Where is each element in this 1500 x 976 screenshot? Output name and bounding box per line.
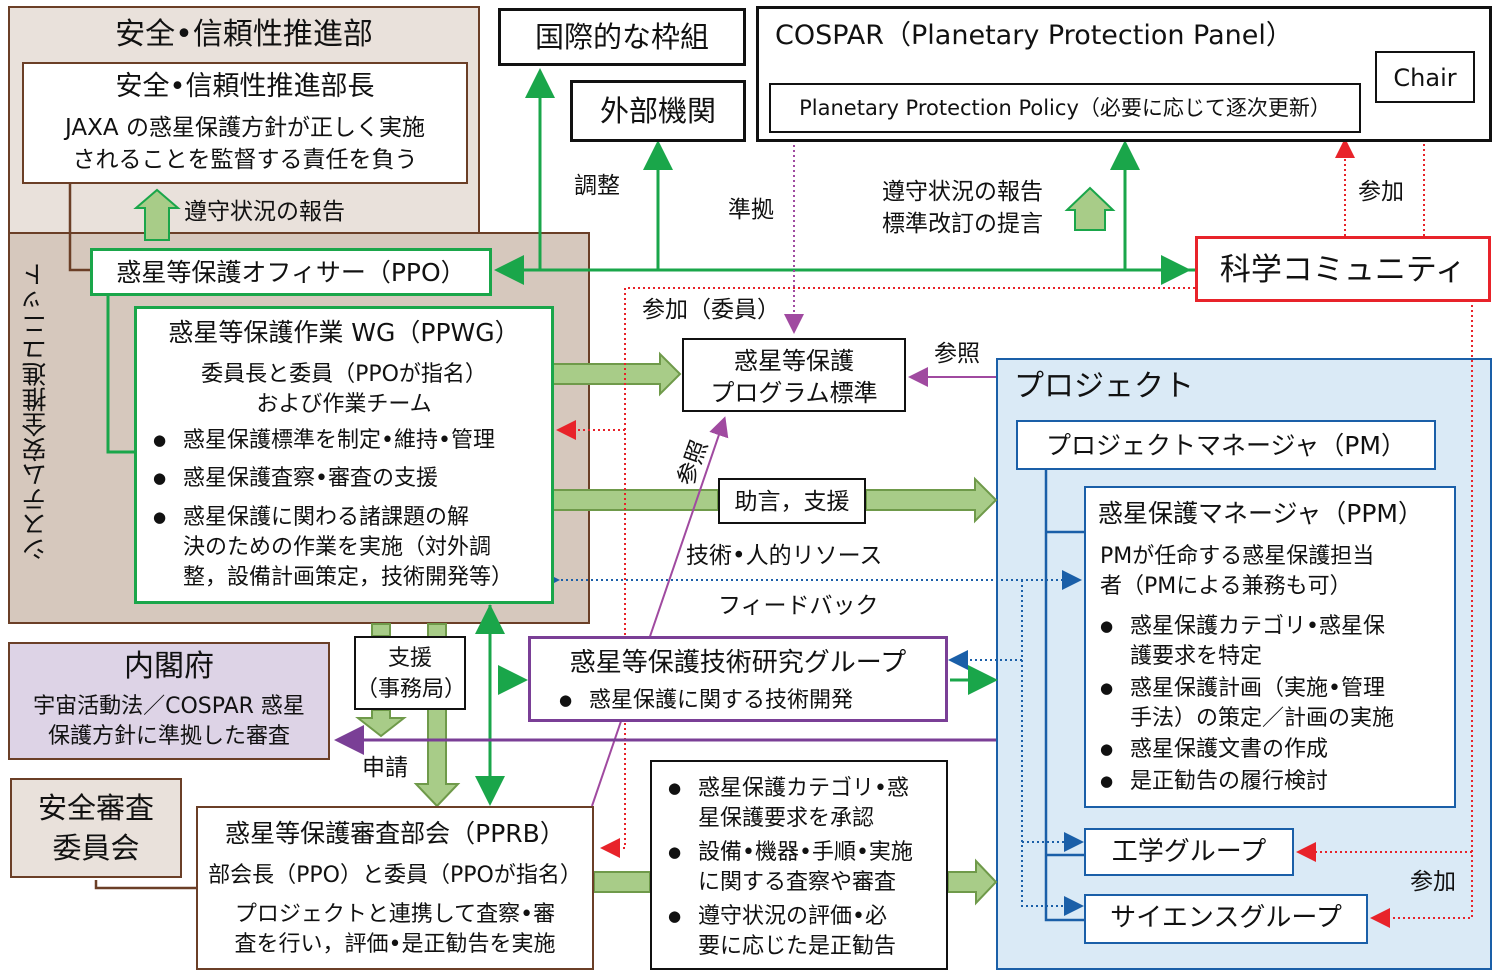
science-report-2: 標準改訂の提言	[882, 211, 1043, 237]
safety-dept-title: 安全•信頼性推進部	[115, 17, 373, 52]
standard-line1: 惑星等保護	[734, 347, 854, 375]
review-item-2: 設備•機器•手順•実施 に関する査察や審査	[668, 838, 913, 898]
intl-framework-label: 国際的な枠組	[534, 20, 709, 54]
advice-box: 助言，支援	[718, 478, 866, 524]
participate-label-2: 参加	[1410, 869, 1456, 895]
science-report-1: 遵守状況の報告	[882, 179, 1043, 205]
review-item-1: 惑星保護カテゴリ•惑 星保護要求を承認	[668, 774, 909, 834]
safety-director-desc-2: されることを監督する責任を負う	[72, 147, 418, 173]
ppo-box: 惑星等保護オフィサー（PPO）	[90, 248, 492, 296]
ppm-bullet-3: 惑星保護文書の作成	[1100, 736, 1328, 764]
eng-group-label: 工学グループ	[1111, 837, 1267, 867]
standard-box: 惑星等保護 プログラム標準	[682, 338, 906, 412]
cospar-title: COSPAR（Planetary Protection Panel）	[775, 20, 1293, 51]
safety-director-box: 安全•信頼性推進部長 JAXA の惑星保護方針が正しく実施 されることを監督する…	[22, 62, 468, 184]
external-org-label: 外部機関	[599, 94, 716, 128]
review-items-box: 惑星保護カテゴリ•惑 星保護要求を承認 設備•機器•手順•実施 に関する査察や審…	[650, 760, 948, 970]
cabinet-desc: 宇宙活動法／COSPAR 惑星 保護方針に準拠した審査	[33, 694, 305, 749]
ppwg-box: 惑星等保護作業 WG（PPWG） 委員長と委員（PPOが指名） および作業チーム…	[134, 306, 554, 604]
review-committee-box: 安全審査 委員会	[10, 778, 182, 878]
research-group-bullet: 惑星保護に関する技術開発	[559, 687, 853, 715]
cospar-box: COSPAR（Planetary Protection Panel） Plane…	[756, 6, 1492, 142]
ppwg-bullet-3: 惑星保護に関わる諸課題の解 決のための作業を実施（対外調 整，設備計画策定，技術…	[153, 503, 513, 593]
ppm-box: 惑星保護マネージャ（PPM） PMが任命する惑星保護担当 者（PMによる兼務も可…	[1084, 486, 1456, 808]
pm-label: プロジェクトマネージャ（PM）	[1046, 431, 1406, 460]
report-up-label: 遵守状況の報告	[184, 199, 345, 225]
ppwg-bullet-2: 惑星保護査察•審査の支援	[153, 465, 438, 493]
advice-label: 助言，支援	[734, 489, 850, 515]
apply-label: 申請	[362, 755, 408, 781]
intl-framework-box: 国際的な枠組	[498, 8, 746, 66]
chair-label: Chair	[1393, 64, 1457, 92]
cabinet-box: 内閣府 宇宙活動法／COSPAR 惑星 保護方針に準拠した審査	[8, 642, 330, 760]
ppwg-line1: 委員長と委員（PPOが指名）	[201, 362, 487, 387]
cabinet-title: 内閣府	[124, 649, 214, 684]
ppo-label: 惑星等保護オフィサー（PPO）	[116, 258, 466, 287]
eng-group-box: 工学グループ	[1084, 828, 1294, 876]
policy-box: Planetary Protection Policy（必要に応じて逐次更新）	[769, 83, 1361, 133]
system-unit-title: システム安全推進ユニット	[21, 262, 50, 562]
safety-director-desc-1: JAXA の惑星保護方針が正しく実施	[65, 115, 425, 141]
ppwg-title: 惑星等保護作業 WG（PPWG）	[168, 318, 520, 347]
ppwg-line2: および作業チーム	[256, 392, 432, 417]
sci-group-label: サイエンスグループ	[1110, 903, 1342, 933]
participate-member-label: 参加（委員）	[642, 297, 780, 323]
ppm-title: 惑星保護マネージャ（PPM）	[1098, 499, 1423, 528]
safety-director-title: 安全•信頼性推進部長	[115, 71, 375, 102]
pm-box: プロジェクトマネージャ（PM）	[1016, 420, 1436, 470]
pprb-title: 惑星等保護審査部会（PPRB）	[225, 819, 565, 848]
research-group-title: 惑星等保護技術研究グループ	[569, 648, 907, 678]
ppm-bullet-2: 惑星保護計画（実施•管理 手法）の策定／計画の実施	[1100, 674, 1394, 734]
resources-label: 技術•人的リソース	[686, 543, 883, 569]
pprb-box: 惑星等保護審査部会（PPRB） 部会長（PPO）と委員（PPOが指名） プロジェ…	[196, 806, 594, 970]
coordination-label: 調整	[574, 173, 620, 199]
policy-label: Planetary Protection Policy（必要に応じて逐次更新）	[799, 96, 1331, 120]
external-org-box: 外部機関	[570, 80, 746, 142]
ppm-desc: PMが任命する惑星保護担当 者（PMによる兼務も可）	[1100, 544, 1375, 599]
pprb-line2: プロジェクトと連携して査察•審 査を行い，評価•是正勧告を実施	[234, 902, 556, 957]
science-community-box: 科学コミュニティ	[1195, 236, 1491, 302]
sci-group-box: サイエンスグループ	[1084, 894, 1368, 944]
ppm-bullet-4: 是正勧告の履行検討	[1100, 768, 1328, 796]
review-committee-label: 安全審査 委員会	[37, 791, 154, 866]
project-title: プロジェクト	[1014, 369, 1194, 404]
pprb-line1: 部会長（PPO）と委員（PPOが指名）	[208, 863, 582, 888]
support-box: 支援 （事務局）	[354, 636, 466, 710]
chair-box: Chair	[1375, 51, 1475, 103]
review-item-3: 遵守状況の評価•必 要に応じた是正勧告	[668, 902, 896, 962]
support-label: 支援 （事務局）	[356, 646, 467, 702]
research-group-box: 惑星等保護技術研究グループ 惑星保護に関する技術開発	[528, 636, 948, 722]
ppwg-bullet-1: 惑星保護標準を制定•維持•管理	[153, 427, 495, 455]
refer-label-1: 参照	[934, 341, 980, 367]
ppm-bullet-1: 惑星保護カテゴリ•惑星保 護要求を特定	[1100, 612, 1385, 672]
science-participate-label: 参加	[1358, 179, 1404, 205]
comply-label: 準拠	[728, 197, 774, 223]
science-community-label: 科学コミュニティ	[1219, 252, 1467, 288]
feedback-label: フィードバック	[718, 593, 879, 619]
standard-line2: プログラム標準	[710, 379, 878, 407]
